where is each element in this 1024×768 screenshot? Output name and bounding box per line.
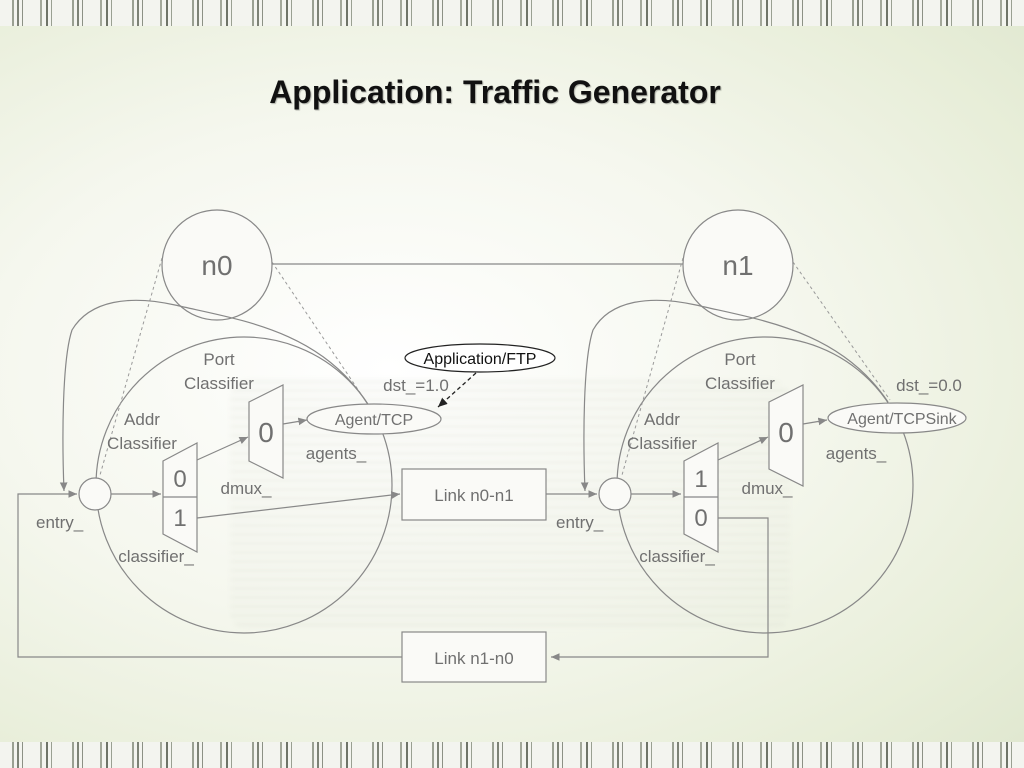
link-n1-n0-label: Link n1-n0 xyxy=(434,649,513,668)
n0-dmux-label: dmux_ xyxy=(220,479,272,498)
n1-classifier-label: classifier_ xyxy=(639,547,715,566)
n0-slot1-to-link xyxy=(196,491,401,519)
application-to-agent-arrow xyxy=(437,372,477,408)
n1-addr-classifier-line1: Addr xyxy=(644,410,680,429)
n0-entry-point xyxy=(78,477,112,511)
n0-addr-classifier-line2: Classifier xyxy=(107,434,177,453)
node-n1: n1 entry_ Addr Classifier 1 0 classifier… xyxy=(556,209,967,634)
n1-agent-tcpsink xyxy=(827,402,967,434)
n1-entry-label: entry_ xyxy=(556,513,604,532)
n0-port-classifier-line1: Port xyxy=(203,350,234,369)
n1-classifier-slot-1: 1 xyxy=(694,466,707,493)
n1-dst-label: dst_=0.0 xyxy=(896,376,962,395)
link-n0-n1-label: Link n0-n1 xyxy=(434,486,513,505)
n1-port-classifier-line2: Classifier xyxy=(705,374,775,393)
n1-classifier-to-dmux xyxy=(717,436,769,461)
n0-entry-label: entry_ xyxy=(36,513,84,532)
n1-zoom-line-left xyxy=(621,257,684,476)
link-n0-n1-group: Link n0-n1 xyxy=(196,468,597,521)
n1-port-classifier xyxy=(768,384,804,487)
n1-agent-to-entry-loop xyxy=(580,299,889,492)
n0-dst-label: dst_=1.0 xyxy=(383,376,449,395)
n1-label: n1 xyxy=(722,250,753,281)
n0-zoom-line-left xyxy=(99,257,163,476)
link-n0-n1 xyxy=(401,468,547,521)
node-n0: n0 entry_ Addr Classifier 0 1 classifier… xyxy=(36,209,449,634)
slide-title: Application: Traffic Generator xyxy=(269,74,721,110)
n1-port-classifier-line1: Port xyxy=(724,350,755,369)
n0-classifier-slot-1: 1 xyxy=(173,505,186,532)
n1-node-circle xyxy=(682,209,794,321)
n0-addr-classifier-line1: Addr xyxy=(124,410,160,429)
n0-classifier-to-dmux xyxy=(196,436,249,461)
n0-classifier-label: classifier_ xyxy=(118,547,194,566)
n0-port-classifier-line2: Classifier xyxy=(184,374,254,393)
n1-dmux-label: dmux_ xyxy=(741,479,793,498)
n0-label: n0 xyxy=(201,250,232,281)
n0-dmux-slot-0: 0 xyxy=(258,417,274,448)
application-ftp-label: Application/FTP xyxy=(424,351,537,368)
n1-agent-label: Agent/TCPSink xyxy=(847,411,957,428)
n0-node-circle xyxy=(161,209,273,321)
return-link-to-n0-entry xyxy=(17,490,402,658)
n0-zoom-line-right xyxy=(271,261,366,401)
n1-slot0-to-return-link xyxy=(551,517,769,661)
n1-entry-point xyxy=(598,477,632,511)
n1-dmux-slot-0: 0 xyxy=(778,417,794,448)
link-n1-n0-group: Link n1-n0 xyxy=(17,490,769,683)
n0-dmux-to-agent xyxy=(282,417,308,426)
n1-agents-label: agents_ xyxy=(826,444,887,463)
n0-classifier-slot-0: 0 xyxy=(173,466,186,493)
application-ftp-ellipse xyxy=(404,343,556,373)
n1-dmux-to-agent xyxy=(802,417,828,426)
n1-addr-classifier-line2: Classifier xyxy=(627,434,697,453)
bottom-decorative-bar xyxy=(0,742,1024,768)
top-decorative-bar xyxy=(0,0,1024,26)
n0-port-classifier xyxy=(248,384,284,479)
n0-agent-to-entry-loop xyxy=(59,299,368,492)
n1-classifier-slot-0: 0 xyxy=(694,505,707,532)
n0-agents-label: agents_ xyxy=(306,444,367,463)
n0-agent-label: Agent/TCP xyxy=(335,412,413,429)
n0-agent-tcp xyxy=(306,403,442,435)
n1-zoom-line-right xyxy=(792,261,891,401)
application-ftp: Application/FTP xyxy=(404,343,556,408)
